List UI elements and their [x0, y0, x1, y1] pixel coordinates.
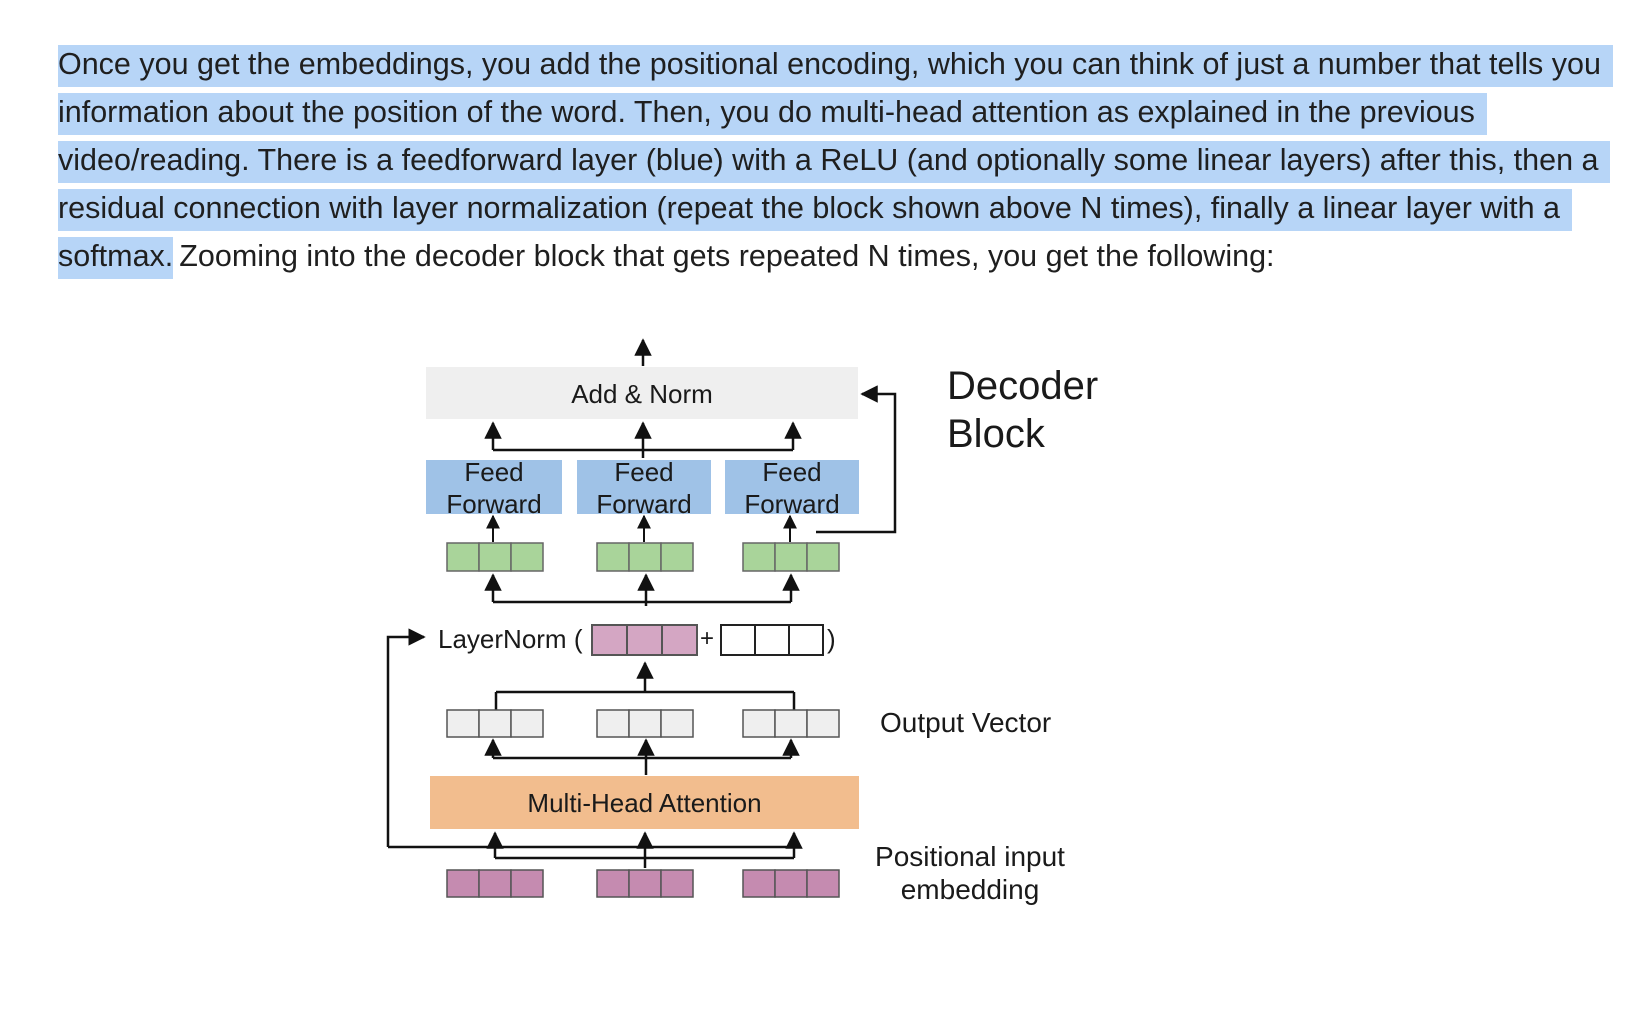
close-paren: )	[827, 624, 836, 654]
output-vector-1	[446, 709, 544, 738]
forward-label: Forward	[446, 489, 542, 519]
feed-forward-label-1: Feed Forward	[426, 456, 562, 520]
paragraph-line-1: Once you get the embeddings, you add the…	[58, 40, 1618, 88]
green-vector-3	[742, 542, 840, 572]
selected-text[interactable]: residual connection with layer normaliza…	[58, 189, 1573, 231]
decoder-block-title: Decoder Block	[947, 362, 1098, 458]
feed-label: Feed	[762, 457, 822, 487]
diagram-graphics	[386, 338, 897, 898]
plus-sign: +	[700, 625, 715, 652]
add-norm-box	[426, 367, 858, 419]
positional-input-line: Positional input	[875, 841, 1065, 872]
feed-forward-label-3: Feed Forward	[724, 456, 860, 520]
green-vector-2	[596, 542, 694, 572]
output-vector-3	[742, 709, 840, 738]
unselected-text[interactable]: Zooming into the decoder block that gets…	[179, 239, 1275, 273]
decoder-word: Decoder	[947, 364, 1099, 408]
positional-input-label: Positional input embedding	[875, 840, 1065, 906]
selected-text[interactable]: softmax.	[58, 237, 174, 279]
feed-label: Feed	[464, 457, 524, 487]
feed-forward-box-2	[577, 460, 711, 514]
block-word: Block	[947, 412, 1045, 456]
positional-embedding-3	[742, 869, 840, 898]
decoder-block-diagram: Add & Norm Feed Forward Feed Forward Fee…	[380, 330, 1160, 990]
paragraph-line-4: residual connection with layer normaliza…	[58, 184, 1618, 232]
positional-embedding-1	[446, 869, 544, 898]
selected-text[interactable]: information about the position of the wo…	[58, 93, 1487, 135]
pink-vector	[591, 624, 698, 656]
positional-embedding-2	[596, 869, 694, 898]
feed-forward-label-2: Feed Forward	[576, 456, 712, 520]
output-vector-2	[596, 709, 694, 738]
forward-label: Forward	[596, 489, 692, 519]
feed-label: Feed	[614, 457, 674, 487]
output-vector-label: Output Vector	[880, 707, 1052, 738]
layernorm-label: LayerNorm (	[438, 624, 583, 654]
multi-head-attention-box	[430, 776, 859, 829]
white-vector	[720, 624, 824, 656]
feed-forward-box-3	[725, 460, 859, 514]
add-norm-label: Add & Norm	[571, 379, 713, 409]
forward-label: Forward	[744, 489, 840, 519]
green-vector-1	[446, 542, 544, 572]
selected-text[interactable]: video/reading. There is a feedforward la…	[58, 141, 1611, 183]
paragraph-line-2: information about the position of the wo…	[58, 88, 1618, 136]
feed-forward-box-1	[426, 460, 562, 514]
embedding-line: embedding	[900, 874, 1040, 905]
selected-text[interactable]: Once you get the embeddings, you add the…	[58, 45, 1613, 87]
multi-head-attention-label: Multi-Head Attention	[527, 788, 762, 818]
paragraph-line-3: video/reading. There is a feedforward la…	[58, 136, 1618, 184]
paragraph-line-5: softmax.Zooming into the decoder block t…	[58, 232, 1618, 280]
body-paragraph: Once you get the embeddings, you add the…	[58, 40, 1618, 280]
